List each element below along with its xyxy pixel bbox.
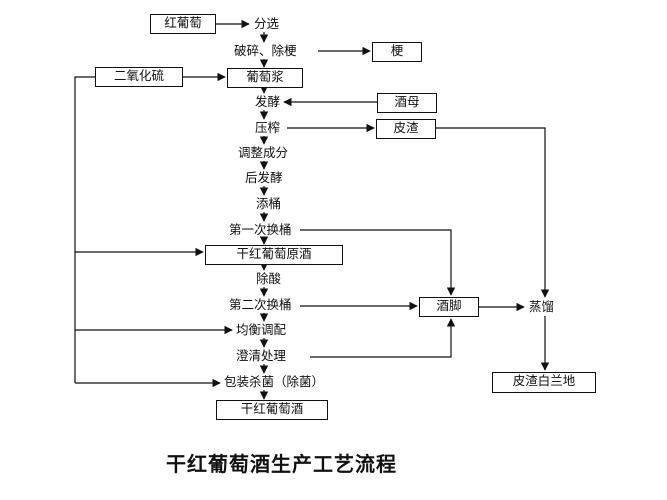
node-raw-dry-red-wine: 干红葡萄原酒 — [205, 245, 343, 265]
node-first-racking: 第一次换桶 — [229, 222, 292, 237]
node-lees: 酒脚 — [419, 297, 479, 317]
node-grape-must: 葡萄浆 — [227, 68, 303, 88]
node-stems: 梗 — [372, 42, 422, 62]
node-blending: 均衡调配 — [236, 322, 287, 337]
node-adjust-composition: 调整成分 — [238, 145, 289, 160]
arrow-clarification-to-lees — [310, 318, 456, 358]
node-deacidify: 除酸 — [256, 271, 282, 286]
node-second-racking: 第二次换桶 — [229, 297, 292, 312]
arrow-pomace-to-distillation — [436, 127, 550, 298]
node-yeast: 酒母 — [377, 93, 437, 113]
node-sorting: 分选 — [254, 16, 280, 31]
diagram-caption: 干红葡萄酒生产工艺流程 — [166, 452, 397, 476]
node-top-up-barrel: 添桶 — [256, 196, 282, 211]
node-packaging-sterilization: 包装杀菌（除菌） — [224, 374, 325, 389]
node-clarification: 澄清处理 — [236, 348, 287, 363]
node-distillation: 蒸馏 — [529, 299, 555, 314]
node-dry-red-wine: 干红葡萄酒 — [216, 400, 328, 420]
node-post-fermentation: 后发酵 — [245, 170, 283, 185]
node-pressing: 压榨 — [255, 120, 281, 135]
node-fermentation: 发酵 — [255, 94, 281, 109]
node-crush-destem: 破碎、除梗 — [234, 43, 297, 58]
node-red-grape: 红葡萄 — [150, 14, 216, 34]
arrow-first-racking-to-lees — [300, 229, 456, 296]
line-so2-trunk — [74, 76, 95, 383]
node-sulfur-dioxide: 二氧化硫 — [95, 67, 183, 87]
node-pomace: 皮渣 — [376, 119, 436, 139]
node-pomace-brandy: 皮渣白兰地 — [492, 372, 596, 393]
